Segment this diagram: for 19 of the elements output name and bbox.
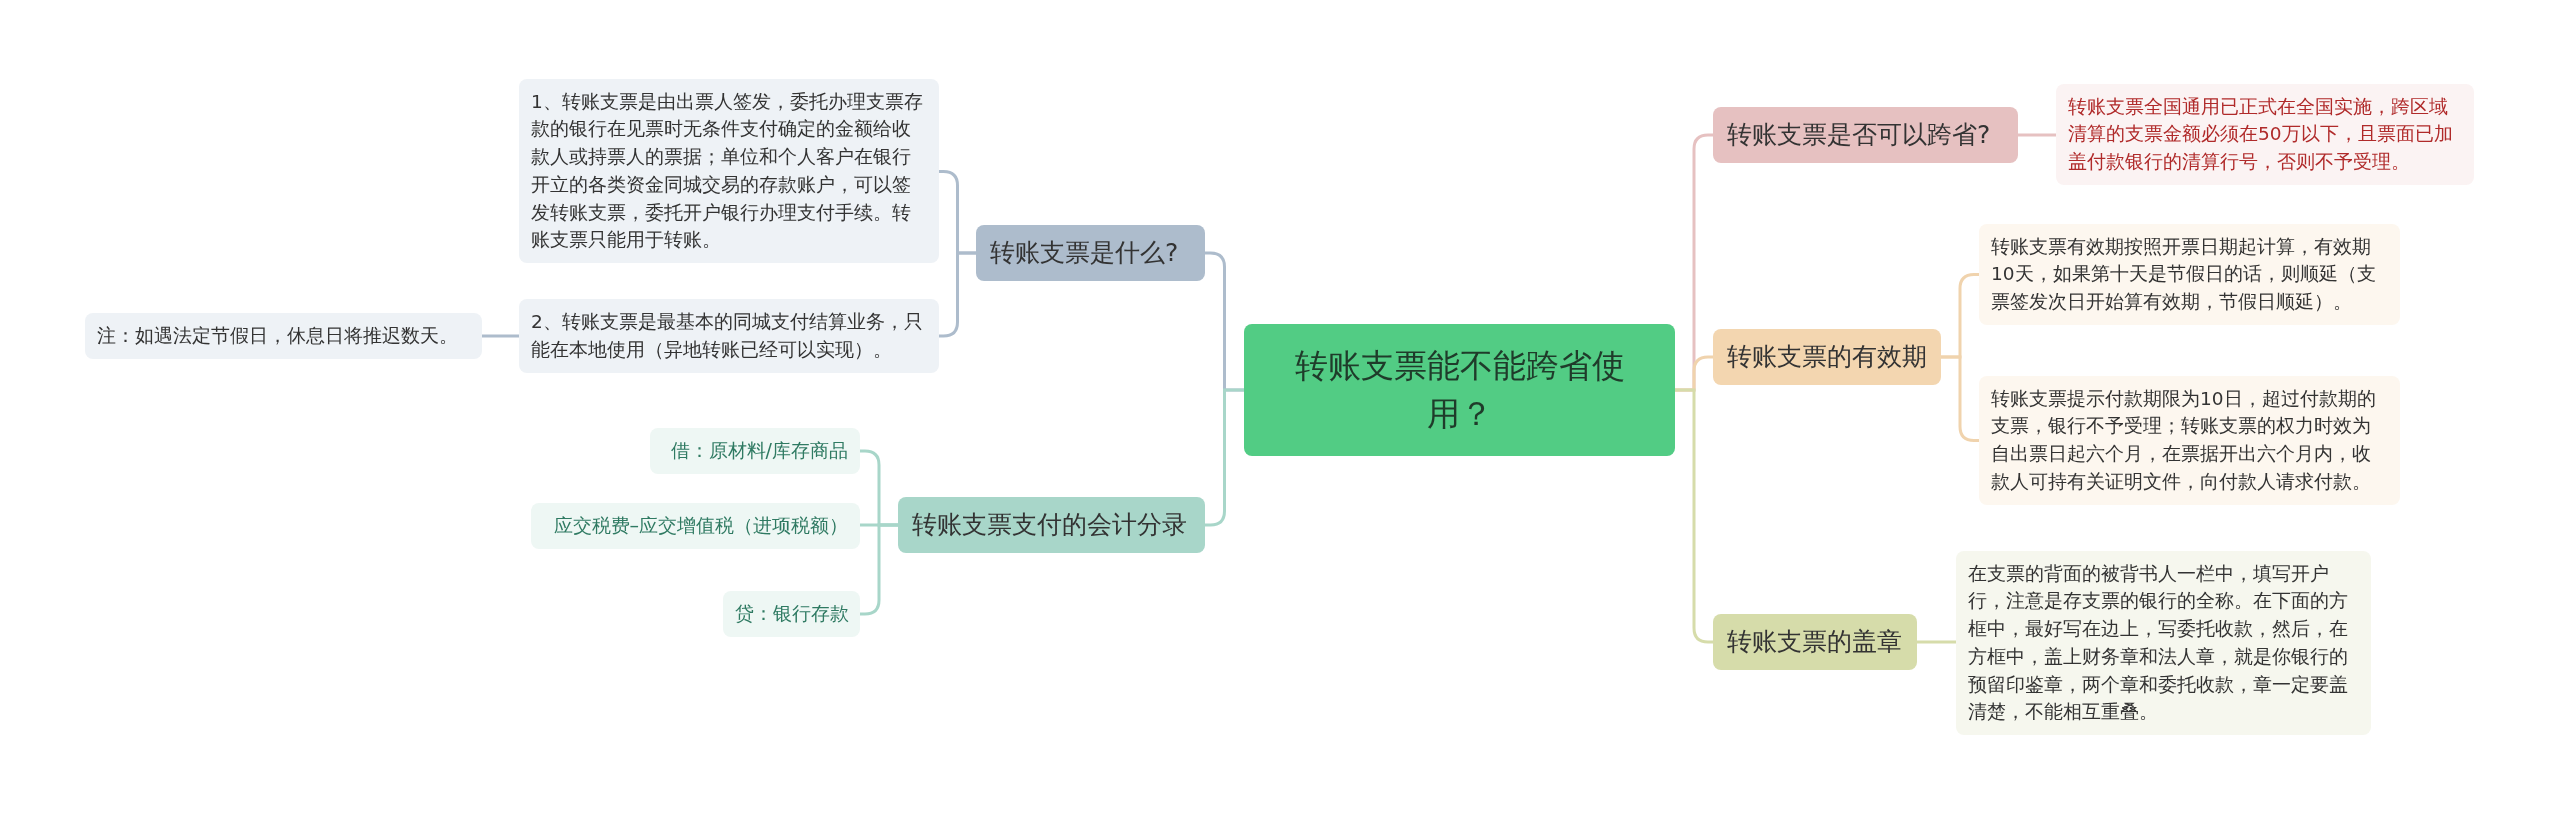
detail-note: 转账支票全国通用已正式在全国实施，跨区域清算的支票金额必须在50万以下，且票面已加盖付款银行的清算行号，否则不予受理。 bbox=[2056, 83, 2474, 185]
detail-note: 注：如遇法定节假日，休息日将推迟数天。 bbox=[85, 313, 482, 359]
detail-note: 1、转账支票是由出票人签发，委托办理支票存款的银行在见票时无条件支付确定的金额给收款人或持票人的票据；单位和个人客户在银行开立的各类资金同城交易的存款账户，可以签发转账支票，委托开户银行办理支付手续。转账支票只能用于转账。 bbox=[519, 78, 939, 263]
leaf-topic: 应交税费–应交增值税（进项税额） bbox=[531, 503, 860, 549]
branch-topic: 转账支票是否可以跨省? bbox=[1713, 107, 2018, 164]
connector-line bbox=[1917, 640, 1956, 644]
leaf-topic: 贷：银行存款 bbox=[723, 591, 860, 637]
detail-note: 2、转账支票是最基本的同城支付结算业务，只能在本地使用（异地转账已经可以实现）。 bbox=[519, 299, 939, 373]
detail-note: 转账支票提示付款期限为10日，超过付款期的支票，银行不予受理；转账支票的权力时效为自出票日起六个月，在票据开出六个月内，收款人可持有关证明文件，向付款人请求付款。 bbox=[1979, 375, 2400, 505]
branch-topic: 转账支票是什么? bbox=[976, 225, 1205, 282]
branch-topic: 转账支票支付的会计分录 bbox=[898, 497, 1205, 554]
connector-line bbox=[482, 334, 519, 338]
detail-note: 转账支票有效期按照开票日期起计算，有效期10天，如果第十天是节假日的话，则顺延（支票签发次日开始算有效期，节假日顺延）。 bbox=[1979, 223, 2400, 325]
detail-note: 在支票的背面的被背书人一栏中，填写开户行，注意是存支票的银行的全称。在下面的方框中，最好写在边上，写委托收款，然后，在方框中，盖上财务章和法人章，就是你银行的预留印鉴章，两个章和委托收款，章一定要盖清楚，不能相互重叠。 bbox=[1956, 550, 2371, 735]
central-topic: 转账支票能不能跨省使用？ bbox=[1244, 324, 1675, 456]
leaf-topic: 借：原材料/库存商品 bbox=[650, 428, 860, 474]
branch-topic: 转账支票的有效期 bbox=[1713, 329, 1941, 386]
connector-line bbox=[2018, 133, 2056, 137]
branch-topic: 转账支票的盖章 bbox=[1713, 614, 1917, 671]
